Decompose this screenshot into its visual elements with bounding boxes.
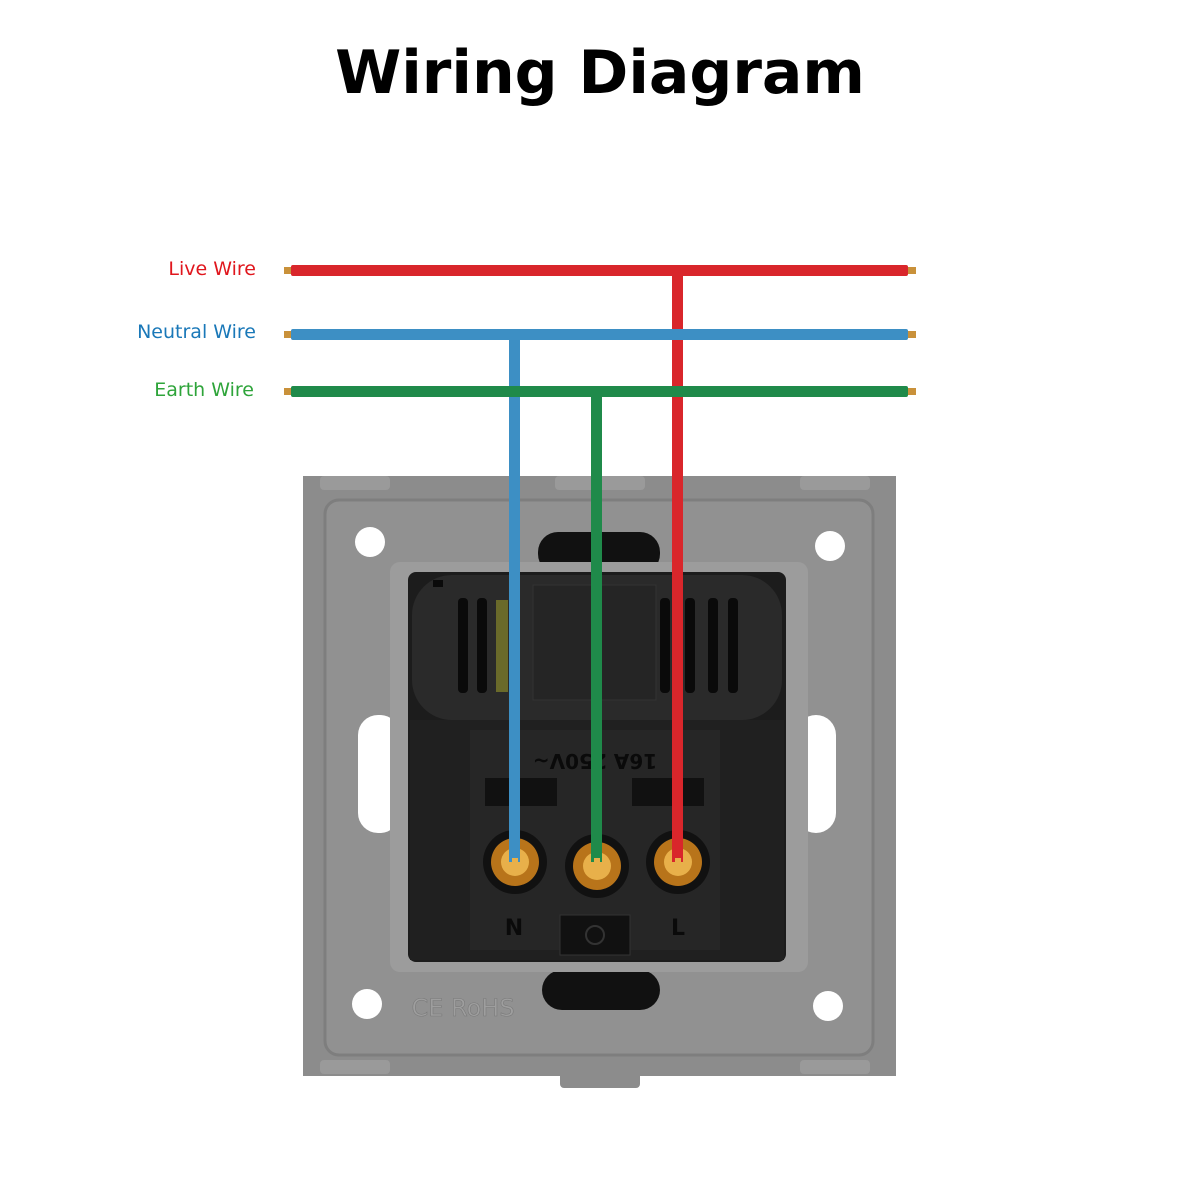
- earth-symbol-icon: [585, 925, 605, 945]
- neutral-wire: [284, 329, 916, 862]
- screw-hole: [352, 989, 382, 1019]
- earth-wire: [284, 386, 916, 862]
- screw-hole: [355, 527, 385, 557]
- screw-hole: [815, 531, 845, 561]
- live-wire-label: Live Wire: [168, 258, 256, 280]
- screw-hole: [813, 991, 843, 1021]
- live-wire: [284, 265, 916, 862]
- earth-wire-label: Earth Wire: [154, 379, 254, 401]
- mounting-slot: [358, 715, 400, 833]
- neutral-wire-label: Neutral Wire: [137, 321, 256, 343]
- live-terminal-label: L: [671, 916, 685, 941]
- neutral-terminal-label: N: [505, 916, 523, 941]
- plate-marking: CE RoHS: [411, 994, 514, 1022]
- diagram-title: Wiring Diagram: [335, 38, 865, 108]
